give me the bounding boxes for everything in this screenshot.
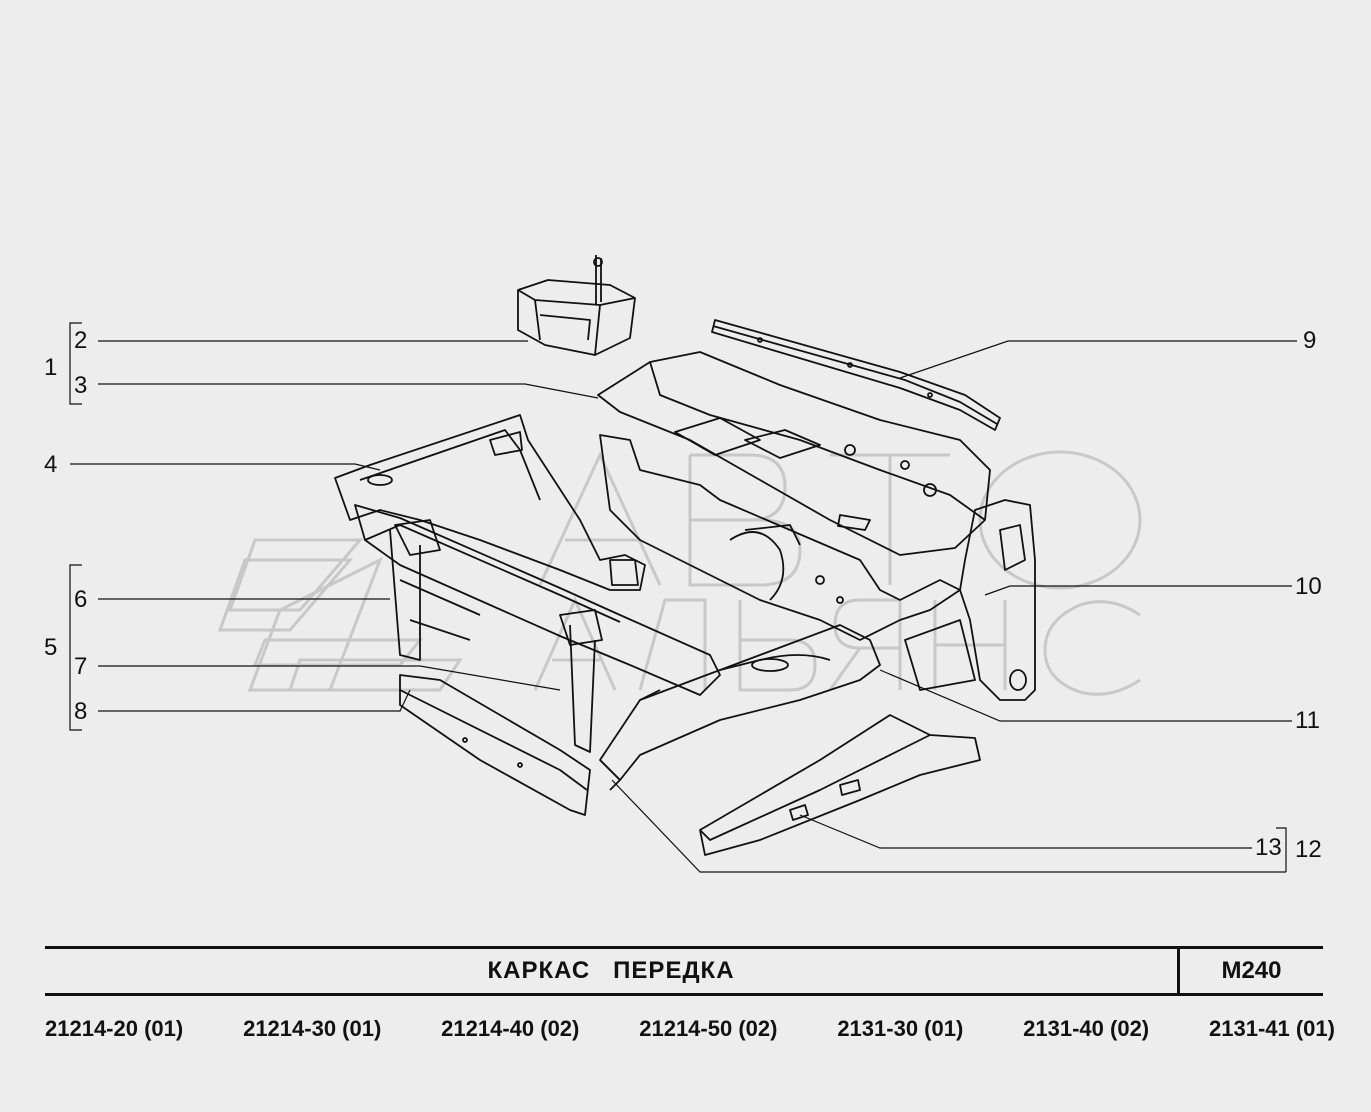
model-item: 21214-40 (02) [441,1016,580,1041]
cowl-panel-part [597,351,991,556]
upper-crossbar-part [711,319,1001,431]
model-item: 21214-30 (01) [243,1016,382,1041]
callout-5: 5 [44,634,58,661]
callout-10: 10 [1295,573,1322,600]
watermark-logo [217,450,1142,696]
left-mudguard-part [334,414,646,591]
title-bar: КАРКАС ПЕРЕДКА М240 [45,946,1323,996]
diagram-title: КАРКАС ПЕРЕДКА [487,957,735,984]
leader-lines [69,322,1297,873]
battery-tray-part [517,255,636,356]
right-side-panel-part [904,499,1036,701]
model-item: 2131-30 (01) [837,1016,964,1041]
callout-7: 7 [74,653,88,680]
title-divider [1177,949,1180,993]
model-item: 2131-41 (01) [1209,1016,1335,1041]
callout-9: 9 [1303,327,1317,354]
right-side-member-part [699,714,981,856]
wheel-arch-part [599,434,961,641]
diagram-code: М240 [1221,957,1282,984]
callout-12: 12 [1295,836,1322,863]
parts-diagram [69,255,1297,873]
model-item: 2131-40 (02) [1023,1016,1150,1041]
radiator-frame-part [354,504,721,753]
model-list: 21214-20 (01) 21214-30 (01) 21214-40 (02… [45,1016,1335,1042]
part-drawings [334,255,1036,856]
lower-crossbar-part [399,674,591,816]
callout-2: 2 [74,327,88,354]
callout-1: 1 [44,354,58,381]
callout-3: 3 [74,372,88,399]
model-item: 21214-50 (02) [639,1016,778,1041]
callout-13: 13 [1255,834,1282,861]
callout-6: 6 [74,586,88,613]
callout-4: 4 [44,451,58,478]
left-side-member-part [599,624,881,791]
callout-11: 11 [1295,707,1320,734]
callout-8: 8 [74,698,88,725]
model-item: 21214-20 (01) [45,1016,184,1041]
